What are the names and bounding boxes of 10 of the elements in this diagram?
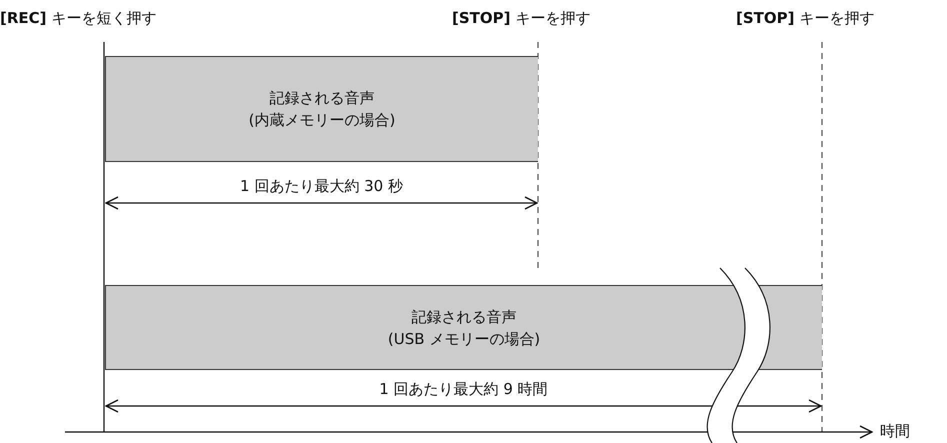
bar-text: 記録される音声 xyxy=(412,306,516,328)
key-instruction: [STOP] キーを押す xyxy=(736,8,874,28)
key-instruction: [STOP] キーを押す xyxy=(452,8,590,28)
recording-bar xyxy=(105,56,538,162)
bar-text: (USB メモリーの場合) xyxy=(388,328,540,350)
recording-bar xyxy=(105,285,822,370)
axis-label: 時間 xyxy=(880,421,910,441)
bar-text: (内蔵メモリーの場合) xyxy=(248,110,396,131)
key-instruction: [REC] キーを短く押す xyxy=(0,8,156,28)
bar-text: 記録される音声 xyxy=(270,88,374,109)
